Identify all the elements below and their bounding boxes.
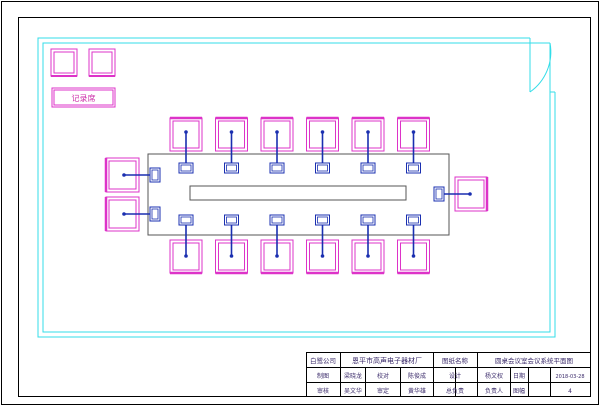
tb-r2-c1: 制图 [317,372,329,380]
tb-r2-c5: 设计 [449,372,461,380]
microphone-unit [178,162,194,174]
microphone-unit [178,214,194,226]
cable-endpoint [411,254,416,258]
microphone-unit [406,162,421,174]
microphone-unit [315,214,330,226]
tb-r2-c6: 杨文权 [485,372,503,380]
microphone-unit [433,186,445,202]
recorder-chair [50,48,78,77]
microphone-unit [269,214,285,226]
cable-endpoint [122,173,126,177]
tb-r3-c9: 4 [568,388,572,395]
cable-endpoint [229,130,234,134]
tb-r2-c8: 2018-03-28 [555,374,584,380]
cable-endpoint [468,192,472,196]
chairs-left-side [104,157,161,232]
tb-r2-c2: 梁晓龙 [344,372,362,380]
tb-r3-c2: 吴文华 [344,387,362,395]
cable-endpoint [184,130,188,134]
door-swing-arc [529,42,552,93]
tb-r3-c3: 审定 [377,387,389,395]
microphone-unit [360,214,376,226]
tb-r3-c8: 图幅 [513,387,525,395]
manufacturer-name: 恩平市高声电子器材厂 [352,356,422,365]
recorder-chairs [50,48,116,77]
microphone-unit [360,162,376,174]
drawing-name-label: 图纸名称 [442,356,469,365]
chairs-top-row [169,116,430,174]
microphone-unit [149,167,161,183]
cable-endpoint [229,254,234,258]
chairs-bottom-row [169,214,430,275]
cable-endpoint [320,130,325,134]
tb-r3-c7: 负责人 [485,387,503,395]
cable-endpoint [366,130,370,134]
cable-endpoint [411,130,416,134]
cable-endpoint [320,254,325,258]
company-label: 白鹭公司 [310,356,336,365]
microphone-unit [269,162,285,174]
cable-endpoint [275,130,279,134]
drawing-frame-inner [18,17,591,397]
chairs-right-side [433,176,489,212]
drawing-name: 圆桌会议室会议系统平面图 [495,356,573,365]
microphone-unit [406,214,421,226]
table-center-strip [189,185,407,201]
tb-r3-c1: 审核 [317,387,329,395]
tb-r3-c5: 总负责 [446,387,464,395]
microphone-unit [149,206,161,222]
title-block-text: 白鹭公司 恩平市高声电子器材厂 图纸名称 圆桌会议室会议系统平面图 制图 梁晓龙… [310,356,585,395]
microphone-unit [224,214,239,226]
cable-endpoint [122,212,126,216]
room-walls [37,37,556,338]
cable-endpoint [275,254,279,258]
title-block [306,352,591,397]
recorder-desk-label: 记录席 [72,93,96,103]
microphone-unit [224,162,239,174]
tb-r2-c3: 校对 [377,372,389,380]
cable-endpoint [184,254,188,258]
microphone-unit [315,162,330,174]
tb-r2-c4: 陈俊成 [408,372,426,380]
recorder-desk [51,87,116,108]
tb-r3-c4: 黄华雄 [408,387,426,395]
recorder-chair [88,48,116,77]
cable-endpoint [366,254,370,258]
tb-r2-c7: 日期 [513,372,525,380]
